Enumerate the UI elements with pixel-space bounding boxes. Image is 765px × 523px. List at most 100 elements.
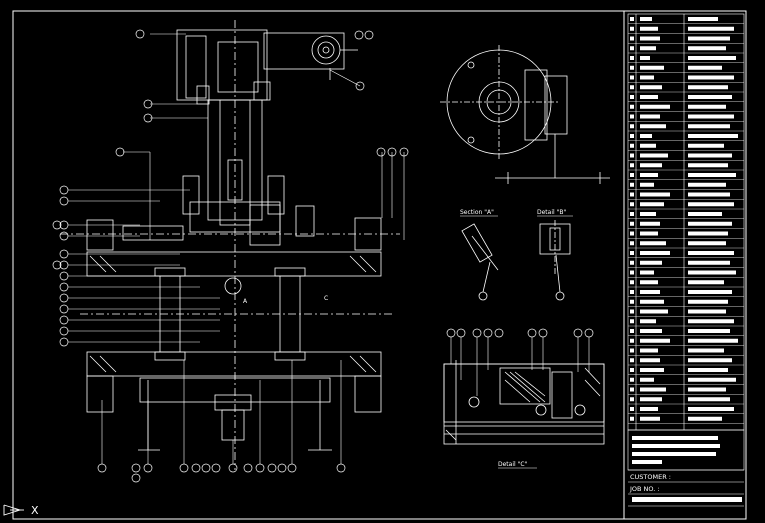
- parts-list-description: [640, 377, 654, 382]
- parts-list-item-no: [630, 260, 634, 265]
- parts-list-description: [640, 134, 652, 138]
- parts-list-material: [688, 290, 732, 294]
- parts-list-description: [640, 270, 654, 275]
- parts-list-description: [640, 319, 656, 324]
- parts-list-description: [640, 124, 666, 129]
- parts-list-description: [640, 56, 650, 60]
- ucs-axis-label: X: [31, 504, 39, 517]
- title-block-fill-2: [632, 444, 720, 448]
- parts-list-description: [640, 143, 656, 148]
- parts-list-item-no: [630, 377, 634, 382]
- parts-list-description: [640, 299, 664, 304]
- parts-list-description: [640, 17, 652, 21]
- parts-list-description: [640, 104, 670, 109]
- parts-list-item-no: [630, 153, 634, 158]
- parts-list-description: [640, 251, 670, 255]
- section-marker-a: A: [243, 298, 248, 305]
- parts-list-item-no: [630, 212, 634, 216]
- parts-list-item-no: [630, 95, 634, 99]
- parts-list-material: [688, 26, 734, 31]
- title-block: [627, 429, 745, 507]
- parts-list-material: [688, 95, 732, 99]
- parts-list-material: [688, 221, 732, 226]
- parts-list-description: [640, 290, 660, 294]
- parts-list-description: [640, 65, 664, 70]
- parts-list-item-no: [630, 192, 634, 197]
- title-block-fill-1: [632, 436, 718, 440]
- parts-list-description: [640, 95, 658, 99]
- parts-list-description: [640, 260, 662, 265]
- parts-list-item-no: [630, 163, 634, 168]
- parts-list-description: [640, 192, 670, 197]
- parts-list-description: [640, 309, 668, 314]
- detail-c-leaders: [450, 337, 590, 396]
- parts-list-description: [640, 36, 660, 41]
- parts-list-material: [688, 319, 734, 324]
- parts-list-material: [688, 299, 728, 304]
- parts-list-item-no: [630, 348, 634, 353]
- parts-list-material: [688, 17, 718, 21]
- parts-list-item-no: [630, 241, 634, 246]
- parts-list-material: [688, 280, 724, 285]
- drawing-border: [12, 10, 747, 520]
- parts-list-item-no: [630, 416, 634, 421]
- parts-list-material: [688, 56, 736, 60]
- parts-list-material: [688, 114, 734, 119]
- parts-list-material: [688, 124, 730, 129]
- parts-list-material: [688, 36, 730, 41]
- parts-list-description: [640, 358, 660, 363]
- detail-b-view: [539, 220, 571, 301]
- detail-c-label: Detail "C": [498, 461, 528, 468]
- parts-list-item-no: [630, 182, 634, 187]
- parts-list-item-no: [630, 231, 634, 236]
- parts-list-material: [688, 397, 730, 402]
- parts-list-material: [688, 260, 730, 265]
- parts-list-material: [688, 153, 732, 158]
- parts-list-material: [688, 143, 724, 148]
- parts-list-description: [640, 231, 658, 236]
- parts-list-material: [688, 46, 726, 51]
- parts-list-material: [688, 85, 728, 90]
- parts-list-description: [640, 407, 658, 411]
- parts-list-item-no: [630, 397, 634, 402]
- parts-list-description: [640, 221, 660, 226]
- parts-list-material: [688, 368, 728, 372]
- left-leader-lines: [68, 33, 405, 343]
- parts-list-description: [640, 280, 658, 285]
- parts-list-description: [640, 397, 662, 402]
- parts-list-material: [688, 134, 738, 138]
- parts-list-material: [688, 173, 736, 177]
- parts-list-material: [688, 241, 726, 246]
- parts-list-item-no: [630, 134, 634, 138]
- parts-list-material: [688, 75, 734, 80]
- parts-list-description: [640, 329, 662, 333]
- parts-list-item-no: [630, 251, 634, 255]
- section-a-view: [461, 223, 499, 301]
- parts-list-description: [640, 348, 658, 353]
- parts-list-item-no: [630, 75, 634, 80]
- parts-list-material: [688, 270, 736, 275]
- parts-list-material: [688, 329, 730, 333]
- parts-list-material: [688, 348, 724, 353]
- parts-list-description: [640, 212, 656, 216]
- parts-list-material: [688, 65, 722, 70]
- parts-list-description: [640, 173, 658, 177]
- title-block-fill-4: [632, 460, 662, 464]
- title-block-fill-3: [632, 452, 716, 456]
- ucs-icon: [3, 504, 24, 516]
- parts-list-item-no: [630, 26, 634, 31]
- parts-list-material: [688, 192, 730, 197]
- parts-list-item-no: [630, 104, 634, 109]
- parts-list-description: [640, 338, 670, 343]
- parts-list-item-no: [630, 270, 634, 275]
- parts-list-material: [688, 212, 722, 216]
- parts-list-item-no: [630, 36, 634, 41]
- parts-list-description: [640, 46, 656, 51]
- parts-list-material: [688, 377, 736, 382]
- parts-list-item-no: [630, 358, 634, 363]
- parts-list-description: [640, 416, 660, 421]
- parts-list-item-no: [630, 221, 634, 226]
- parts-list-item-no: [630, 280, 634, 285]
- parts-list-item-no: [630, 56, 634, 60]
